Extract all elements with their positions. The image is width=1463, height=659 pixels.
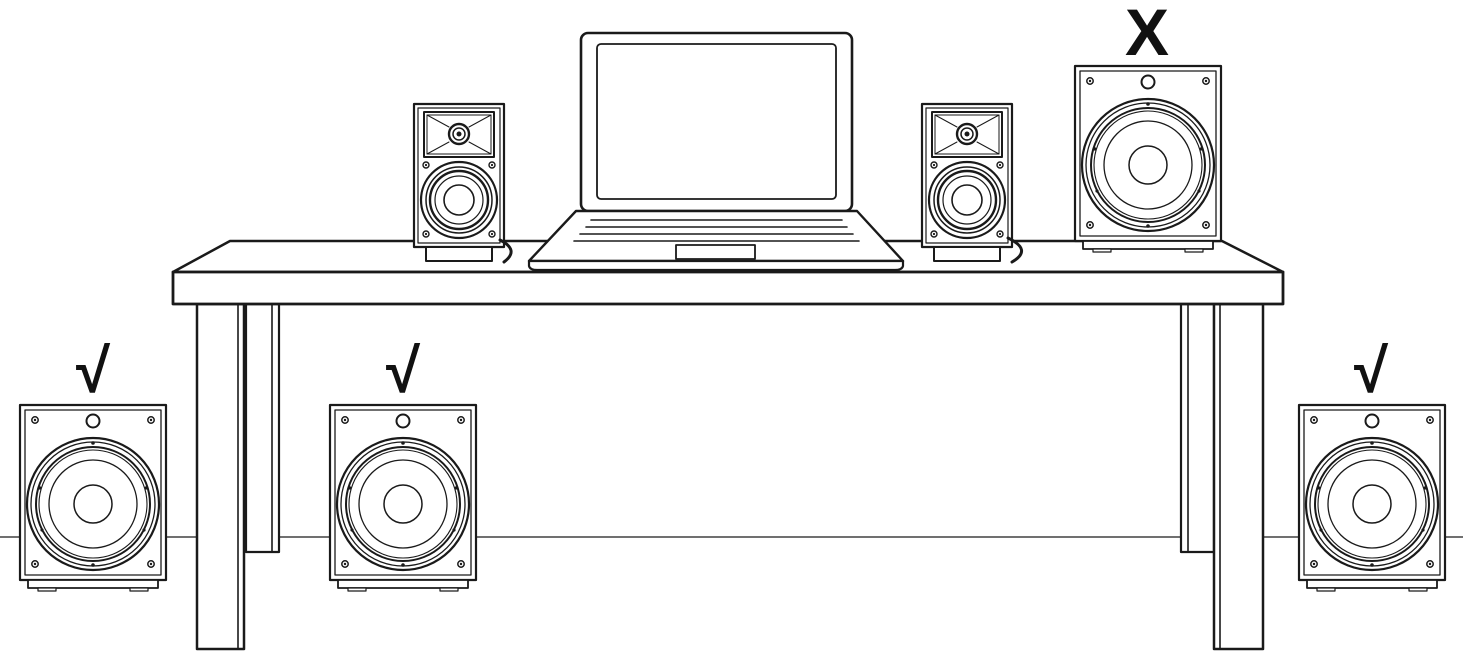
bookshelf-speaker-right	[920, 102, 1023, 264]
desk-back-leg-right	[1179, 302, 1216, 554]
desk-front-leg-left	[195, 302, 246, 651]
laptop-icon	[527, 31, 905, 272]
bookshelf-speaker-left	[412, 102, 513, 264]
check-mark-icon: √	[1354, 337, 1389, 406]
subwoofer-floor-right: √	[1297, 337, 1447, 593]
subwoofer-floor-center: √	[328, 337, 478, 593]
desk-front-leg-right	[1212, 302, 1265, 651]
desk-back-leg-left	[244, 302, 281, 554]
desk-front-edge	[171, 270, 1285, 306]
subwoofer-desk: X	[1073, 0, 1223, 254]
check-mark-icon: √	[386, 337, 421, 406]
check-mark-icon: √	[76, 337, 111, 406]
subwoofer-floor-left: √	[18, 337, 168, 593]
cross-mark-icon: X	[1125, 0, 1169, 69]
